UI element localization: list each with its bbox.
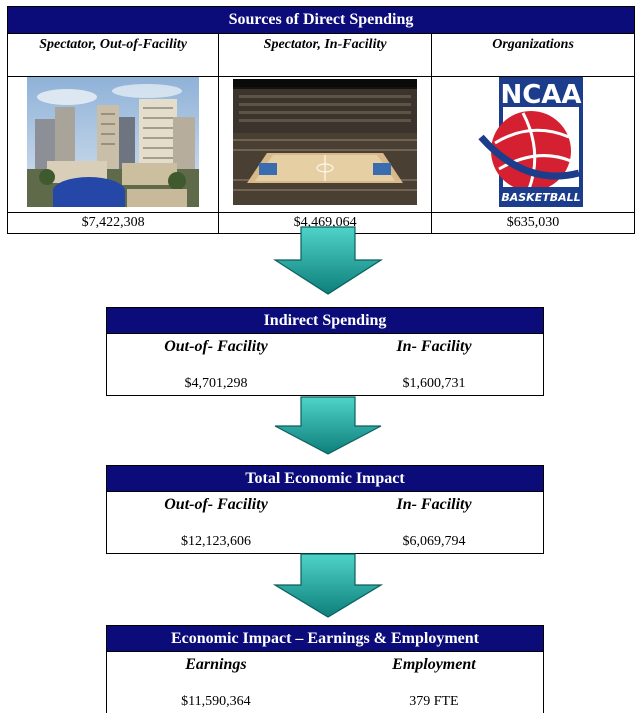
earnings-col-earnings: Earnings — [105, 651, 325, 678]
ncaa-logo: NCAA BASKETBALL — [478, 77, 584, 207]
earnings-col-employment: Employment — [324, 651, 544, 678]
total-economic-impact-table: Total Economic Impact Out-of- Facility I… — [106, 465, 545, 554]
arena-picture — [233, 79, 418, 205]
arena-image — [218, 76, 433, 213]
ncaa-logo-subtext: BASKETBALL — [501, 191, 580, 204]
city-skyline-image — [6, 76, 220, 213]
col-header-organizations: Organizations — [431, 33, 635, 77]
total-col-in-facility: In- Facility — [325, 491, 545, 518]
indirect-value-out-of-facility: $4,701,298 — [106, 360, 325, 396]
indirect-spending-title: Indirect Spending — [106, 307, 544, 334]
down-arrow-3 — [273, 553, 383, 618]
total-economic-impact-title: Total Economic Impact — [106, 465, 544, 492]
indirect-col-out-of-facility: Out-of- Facility — [106, 333, 325, 360]
indirect-value-in-facility: $1,600,731 — [325, 360, 544, 396]
value-organizations: $635,030 — [431, 212, 635, 234]
total-value-out-of-facility: $12,123,606 — [106, 518, 326, 554]
down-arrow-1 — [273, 226, 383, 295]
value-out-of-facility: $7,422,308 — [6, 212, 220, 234]
down-arrow-2 — [274, 396, 382, 455]
direct-spending-title: Sources of Direct Spending — [7, 6, 635, 34]
city-skyline-picture — [27, 77, 200, 207]
employment-value: 379 FTE — [324, 678, 544, 713]
indirect-spending-table: Indirect Spending Out-of- Facility In- F… — [106, 307, 544, 396]
col-header-out-of-facility: Spectator, Out-of-Facility — [6, 33, 220, 77]
total-value-in-facility: $6,069,794 — [325, 518, 545, 554]
ncaa-logo-image: NCAA BASKETBALL — [431, 76, 635, 213]
col-header-in-facility: Spectator, In-Facility — [218, 33, 433, 77]
direct-spending-table: Sources of Direct Spending Spectator, Ou… — [6, 6, 635, 234]
ncaa-logo-text: NCAA — [501, 80, 582, 110]
earnings-employment-title: Economic Impact – Earnings & Employment — [106, 625, 544, 652]
earnings-employment-table: Economic Impact – Earnings & Employment … — [105, 625, 544, 713]
total-col-out-of-facility: Out-of- Facility — [106, 491, 326, 518]
indirect-col-in-facility: In- Facility — [325, 333, 544, 360]
earnings-value: $11,590,364 — [105, 678, 325, 713]
